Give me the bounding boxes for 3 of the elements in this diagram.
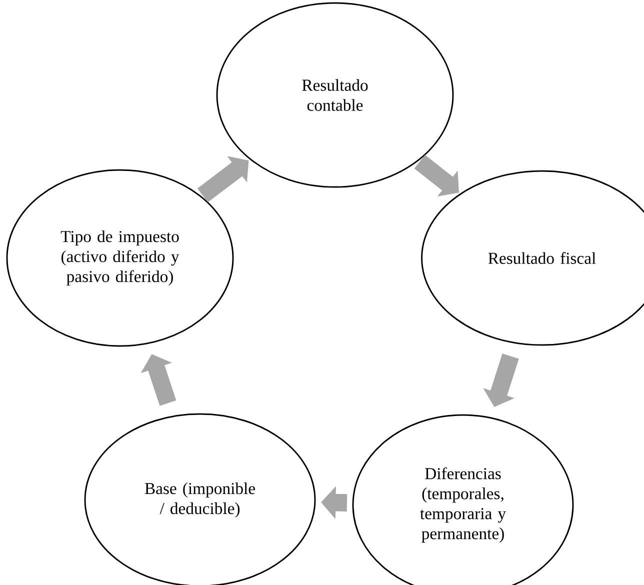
block-arrow <box>197 156 249 202</box>
ellipse-node: Resultado contable <box>216 2 454 188</box>
ellipse-node: Tipo de impuesto (activo diferido y pasivo diferido) <box>6 169 234 347</box>
